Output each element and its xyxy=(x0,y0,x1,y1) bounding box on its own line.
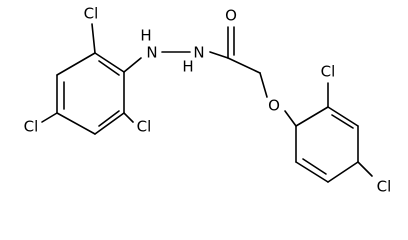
chlorine-atom-label: Cl xyxy=(137,118,152,136)
bond-ch2-to-oxygen xyxy=(259,72,268,98)
ring-bond xyxy=(98,60,120,76)
ring-bond xyxy=(327,106,359,127)
oxygen-atom-label: O xyxy=(225,7,237,25)
bond-oxygen-to-ring xyxy=(284,110,297,127)
bond-to-cl-bottom xyxy=(123,112,134,123)
ring-bond xyxy=(94,52,125,73)
hydrogen-atom-label: H xyxy=(140,27,151,45)
chlorine-atom-label: Cl xyxy=(377,178,392,196)
bond-to-cl-left xyxy=(41,112,58,123)
chlorine-atom-label: Cl xyxy=(321,63,336,81)
trichlorophenyl-ring xyxy=(56,52,125,135)
ring-bond xyxy=(302,158,327,175)
molecule-structure-diagram: Cl Cl Cl H N H N O O Cl Cl xyxy=(24,5,392,196)
ring-bond xyxy=(295,106,329,127)
ring-bond xyxy=(295,161,329,183)
bond-carbonyl-to-ch2 xyxy=(227,57,261,74)
oxygen-atom-label: O xyxy=(268,97,280,115)
bond-to-cl-top xyxy=(91,23,96,54)
ring-bond xyxy=(56,112,96,135)
ring-bond xyxy=(94,112,125,135)
hydrogen-atom-label: H xyxy=(182,58,193,76)
bond-n-to-carbonyl xyxy=(209,51,229,59)
ring-bond xyxy=(331,114,354,129)
bond-ring-to-nitrogen xyxy=(123,57,142,73)
bond-to-cl-right-para xyxy=(357,161,373,177)
ring-bond xyxy=(98,110,120,127)
chlorine-atom-label: Cl xyxy=(84,5,99,23)
ring-bond xyxy=(56,52,96,76)
ring-bond xyxy=(327,161,359,183)
dichlorophenyl-ring xyxy=(295,106,359,183)
nitrogen-atom-label: N xyxy=(193,44,204,62)
chlorine-atom-label: Cl xyxy=(24,118,39,136)
nitrogen-atom-label: N xyxy=(146,44,157,62)
